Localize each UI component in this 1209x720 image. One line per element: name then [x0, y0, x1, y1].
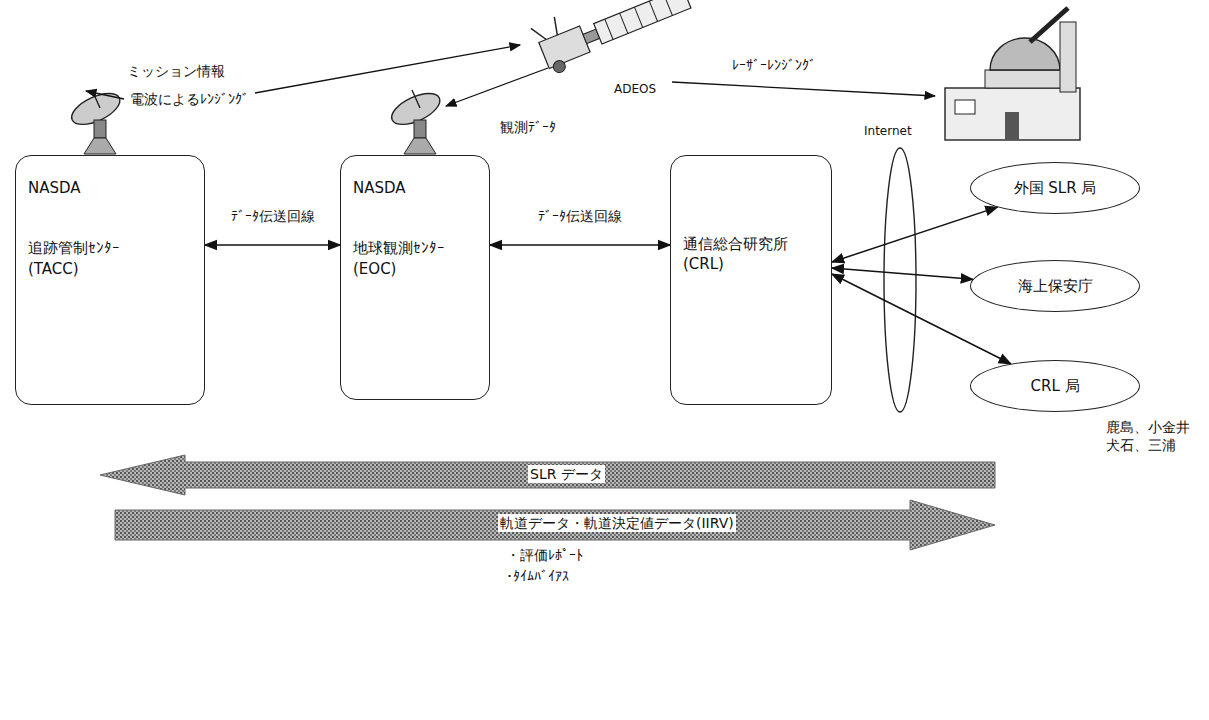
connector	[205, 244, 340, 246]
observatory	[945, 8, 1080, 140]
node-text: 外国 SLR 局	[1014, 178, 1097, 198]
edge-label: ﾃﾞｰﾀ伝送回線	[536, 207, 624, 225]
text-label: SLR データ	[528, 465, 605, 483]
text-label: 電波によるﾚﾝｼﾞﾝｸﾞ	[128, 90, 251, 108]
node-text: CRL 局	[1030, 376, 1079, 396]
band-arrow	[100, 455, 995, 495]
connector	[832, 207, 997, 262]
antenna	[67, 87, 124, 154]
node-text: NASDA	[28, 178, 148, 198]
text-label: ﾚｰｻﾞｰﾚﾝｼﾞﾝｸﾞ	[730, 56, 818, 74]
band-arrow	[115, 500, 995, 550]
node-text: NASDA	[353, 178, 465, 198]
internet-ring	[884, 148, 916, 412]
station-ellipse: 外国 SLR 局	[970, 162, 1140, 214]
station-ellipse: CRL 局	[970, 360, 1140, 412]
link-line	[446, 68, 548, 106]
connector	[490, 244, 670, 246]
center-box: NASDA 地球観測ｾﾝﾀｰ (EOC)	[340, 155, 490, 400]
edge-label: ﾃﾞｰﾀ伝送回線	[229, 207, 317, 225]
text-label: ミッション情報	[125, 62, 227, 80]
node-text: 海上保安庁	[1018, 276, 1093, 296]
text-label: Internet	[862, 124, 914, 140]
connector	[832, 268, 973, 279]
node-text: 追跡管制ｾﾝﾀｰ (TACC)	[28, 238, 148, 279]
center-box: 通信総合研究所 (CRL)	[670, 155, 832, 405]
link-line	[672, 82, 935, 96]
node-text: 通信総合研究所 (CRL)	[683, 234, 805, 275]
text-label: ・ﾀｲﾑﾊﾞｲｱｽ	[504, 567, 571, 585]
station-ellipse: 海上保安庁	[970, 260, 1140, 312]
antenna	[387, 87, 444, 154]
text-label: ・評価ﾚﾎﾟｰﾄ	[504, 546, 585, 564]
text-label: 鹿島、小金井 犬石、三浦	[1104, 418, 1202, 454]
text-label: ADEOS	[612, 82, 658, 98]
satellite	[530, 0, 695, 77]
link-line	[255, 45, 520, 93]
text-label: 観測ﾃﾞｰﾀ	[498, 118, 558, 136]
node-text: 地球観測ｾﾝﾀｰ (EOC)	[353, 238, 465, 279]
center-box: NASDA 追跡管制ｾﾝﾀｰ (TACC)	[15, 155, 205, 405]
text-label: 軌道データ・軌道決定値データ(IIRV)	[498, 514, 736, 532]
link-line	[86, 91, 124, 99]
